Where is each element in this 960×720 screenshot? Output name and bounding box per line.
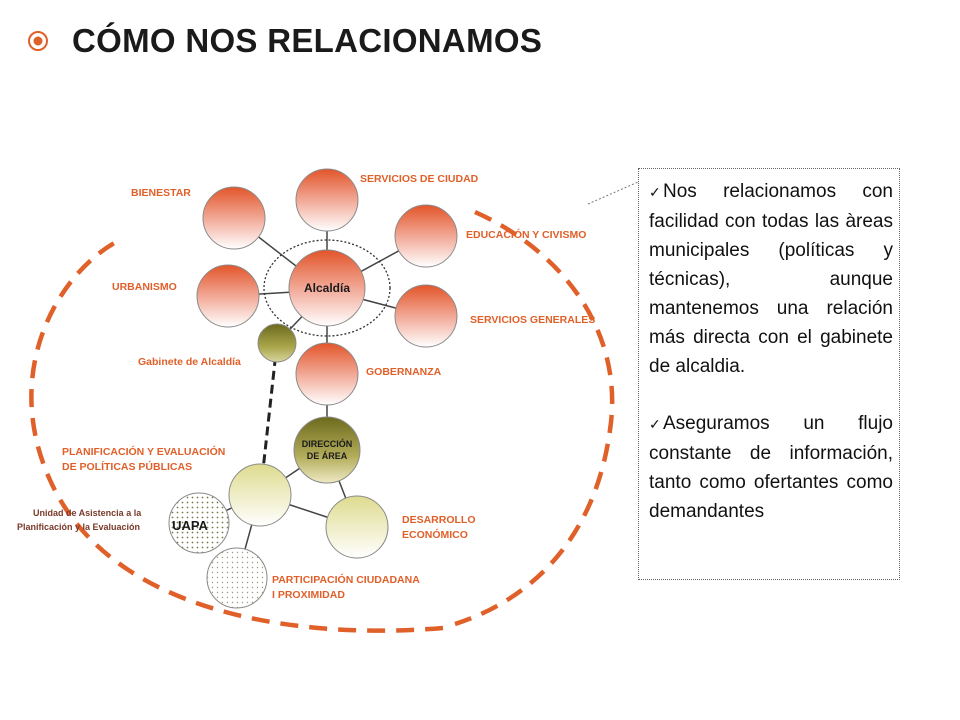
callout-line [587,181,639,205]
alcaldia-ring [263,239,391,337]
boundary-arc [29,209,615,633]
node-participacion [206,547,268,609]
note-paragraph-1: ✓Nos relacionamos con facilidad con toda… [649,177,893,381]
label-unidad-line1: Unidad de Asistencia a la [33,508,142,518]
node-bienestar [202,186,266,250]
node-uapa [168,492,230,554]
label-gobernanza: GOBERNANZA [366,366,442,378]
checkmark-icon: ✓ [649,416,661,432]
node-urbanismo [196,264,260,328]
label-planificacion-line2: DE POLÍTICAS PÚBLICAS [62,460,192,473]
node-desarrollo [325,495,389,559]
alcaldia-label: Alcaldía [304,281,350,295]
label-servicios-ciudad: SERVICIOS DE CIUDAD [360,173,479,185]
page-title: CÓMO NOS RELACIONAMOS [72,22,543,59]
node-planificacion [228,463,292,527]
notes-textbox: ✓Nos relacionamos con facilidad con toda… [638,168,900,580]
node-gobernanza [295,342,359,406]
node-educacion [394,204,458,268]
label-desarrollo-line2: ECONÓMICO [402,528,468,541]
label-servicios-generales: SERVICIOS GENERALES [470,314,595,326]
note-text-2: Aseguramos un flujo constante de informa… [649,413,893,522]
label-unidad-line2: Planificación y la Evaluación [17,522,140,532]
checkmark-icon: ✓ [649,184,661,200]
label-educacion: EDUCACIÓN Y CIVISMO [466,228,586,241]
node-servicios-ciudad [295,168,359,232]
target-bullet-icon [28,31,48,51]
note-paragraph-2: ✓Aseguramos un flujo constante de inform… [649,409,893,526]
label-urbanismo: URBANISMO [112,281,177,293]
node-servicios-generales [394,284,458,348]
label-gabinete: Gabinete de Alcaldía [138,356,241,368]
node-direccion [293,416,361,484]
label-desarrollo-line1: DESARROLLO [402,514,476,526]
label-participacion-line2: I PROXIMIDAD [272,589,345,601]
dashed-link [261,342,279,471]
title-row: CÓMO NOS RELACIONAMOS [26,22,542,60]
label-planificacion-line1: PLANIFICACIÓN Y EVALUACIÓN [62,445,225,458]
direccion-label-line1: DIRECCIÓN [302,438,353,449]
note-text-1: Nos relacionamos con facilidad con todas… [649,181,893,377]
uapa-label: UAPA [172,518,208,533]
label-bienestar: BIENESTAR [131,187,191,199]
node-gabinete [257,323,297,363]
node-alcaldia [288,249,366,327]
direccion-label-line2: DE ÁREA [307,451,348,461]
label-participacion-line1: PARTICIPACIÓN CIUDADANA [272,573,420,586]
